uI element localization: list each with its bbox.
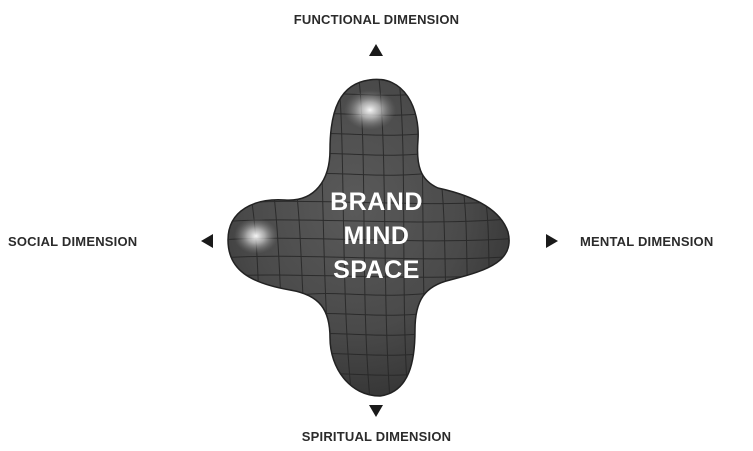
arrow-up-icon [369,44,383,56]
center-title-line2: MIND [0,219,753,253]
arrow-down-icon [369,405,383,417]
highlight-top [344,90,396,130]
center-title-line1: BRAND [0,185,753,219]
center-title-line3: SPACE [0,253,753,287]
